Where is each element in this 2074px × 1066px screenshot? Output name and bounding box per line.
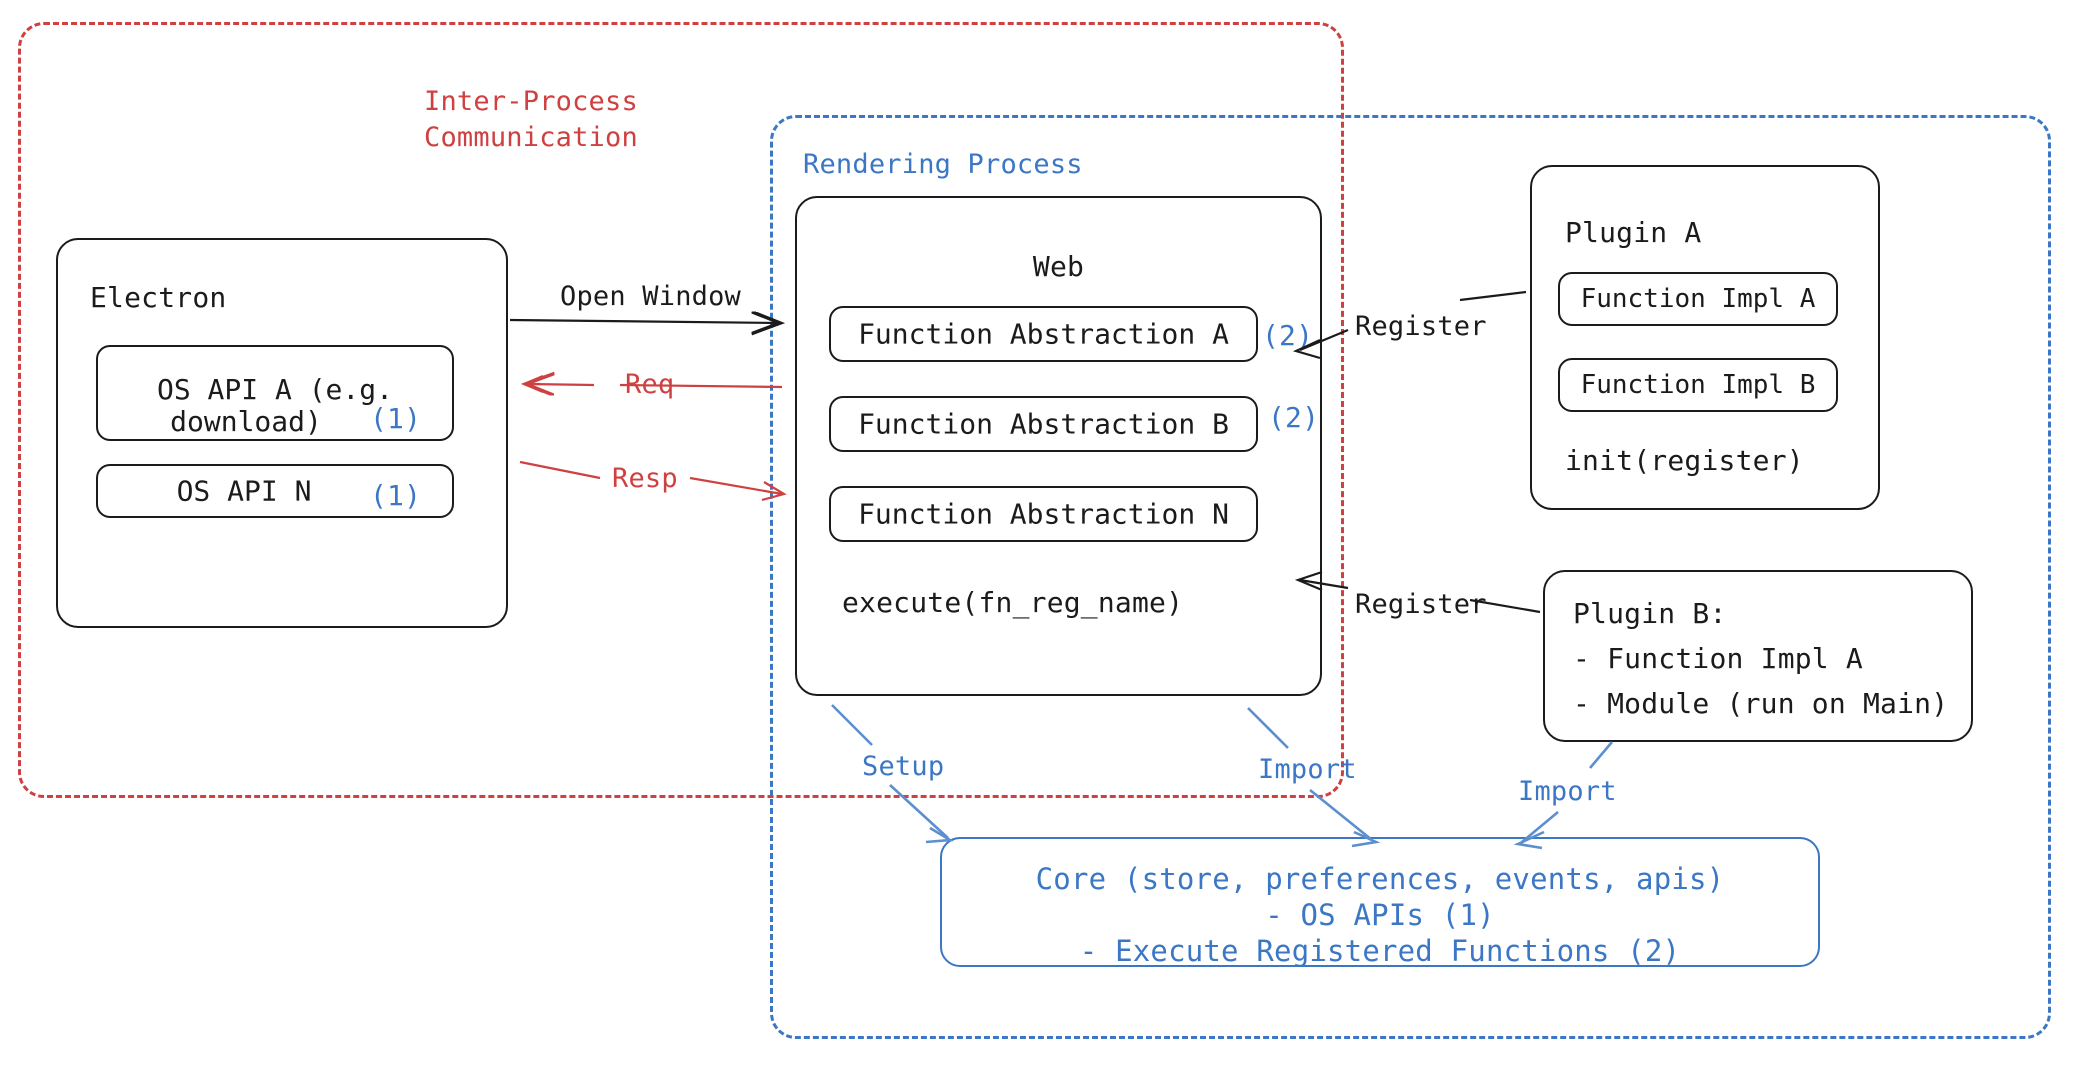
os-api-n-pill[interactable]: OS API N (1) — [96, 464, 454, 518]
edge-label-open-window: Open Window — [560, 281, 742, 312]
function-abstraction-n-label: Function Abstraction N — [858, 497, 1229, 531]
rendering-process-boundary — [770, 115, 2051, 1039]
core-line-2: - OS APIs (1) — [1265, 898, 1495, 932]
electron-title: Electron — [90, 281, 227, 314]
plugin-a-function-impl-a-label: Function Impl A — [1580, 284, 1816, 314]
core-line-3: - Execute Registered Functions (2) — [1079, 934, 1681, 968]
os-api-a-label-line2: download) — [170, 405, 322, 438]
web-title: Web — [1032, 250, 1085, 283]
os-api-n-marker: (1) — [370, 479, 422, 512]
os-api-n-label: OS API N — [176, 474, 312, 508]
plugin-b-line-2: - Module (run on Main) — [1573, 687, 1949, 720]
function-abstraction-b-marker: (2) — [1268, 401, 1320, 434]
plugin-b-box[interactable] — [1543, 570, 1973, 742]
plugin-a-function-impl-a-pill[interactable]: Function Impl A — [1558, 272, 1838, 326]
function-abstraction-a-marker: (2) — [1262, 319, 1314, 352]
plugin-a-title: Plugin A — [1565, 216, 1702, 249]
core-line-1: Core (store, preferences, events, apis) — [1035, 862, 1725, 896]
plugin-b-title: Plugin B: — [1573, 597, 1727, 630]
function-abstraction-b-label: Function Abstraction B — [858, 407, 1229, 441]
edge-label-resp: Resp — [612, 463, 678, 494]
ipc-label-line1: Inter-Process — [424, 86, 638, 117]
web-execute-footer: execute(fn_reg_name) — [842, 586, 1184, 619]
plugin-a-function-impl-b-label: Function Impl B — [1580, 370, 1816, 400]
function-abstraction-b-pill[interactable]: Function Abstraction B — [829, 396, 1258, 452]
plugin-b-line-1: - Function Impl A — [1573, 642, 1863, 675]
edge-label-import-plugin-b: Import — [1518, 776, 1617, 807]
os-api-a-pill[interactable]: OS API A (e.g. download) (1) — [96, 345, 454, 441]
edge-label-import-web: Import — [1258, 754, 1357, 785]
rendering-process-label: Rendering Process — [803, 149, 1083, 180]
os-api-a-marker: (1) — [370, 402, 422, 435]
function-abstraction-a-label: Function Abstraction A — [858, 317, 1229, 351]
os-api-a-label-line1: OS API A (e.g. — [156, 373, 393, 406]
edge-label-setup: Setup — [862, 751, 945, 782]
edge-label-register-a: Register — [1355, 311, 1487, 342]
ipc-label-line2: Communication — [424, 122, 638, 153]
function-abstraction-n-pill[interactable]: Function Abstraction N — [829, 486, 1258, 542]
plugin-a-init-footer: init(register) — [1565, 444, 1804, 477]
edge-label-register-b: Register — [1355, 589, 1487, 620]
ipc-boundary — [18, 22, 1344, 798]
edge-label-req: Req — [625, 369, 675, 400]
plugin-a-box[interactable] — [1530, 165, 1880, 510]
plugin-a-function-impl-b-pill[interactable]: Function Impl B — [1558, 358, 1838, 412]
function-abstraction-a-pill[interactable]: Function Abstraction A — [829, 306, 1258, 362]
